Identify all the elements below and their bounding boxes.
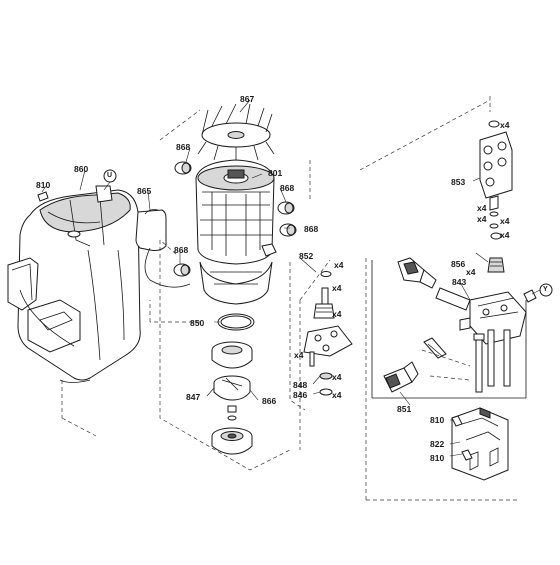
part-number-866: 866 [262,396,277,406]
base-822 [451,407,509,481]
quantity-x4-6: x4 [332,283,342,293]
fan-867 [197,103,275,162]
part-number-801: 801 [268,168,283,178]
part-number-868-b: 868 [280,183,295,193]
pulley-bottom [211,427,253,455]
part-number-822: 822 [430,439,445,449]
o-ring-850 [217,313,255,331]
part-number-868-d: 868 [174,245,189,255]
callout-y: Y [543,286,548,293]
part-number-867: 867 [240,94,255,104]
pump-head [397,257,537,345]
roller-868-rightlow [279,223,297,237]
quantity-x4-3: x4 [477,214,487,224]
quantity-x4-4: x4 [500,230,510,240]
callout-u: U [107,172,113,179]
check-valve [423,337,447,359]
part-number-853: 853 [451,177,466,187]
quantity-x4-7: x4 [332,309,342,319]
screw-810-right-top [451,415,463,427]
part-number-810-c: 810 [430,453,445,463]
valve-856 [487,232,505,273]
part-number-868-c: 868 [304,224,319,234]
quantity-x4-8: x4 [294,350,304,360]
inlet-851 [383,361,419,393]
part-number-860: 860 [74,164,89,174]
screw-810-left [37,191,49,202]
part-number-852: 852 [299,251,314,261]
quantity-x4-12: x4 [500,216,510,226]
quantity-x4-1: x4 [500,120,510,130]
housing-860 [7,185,141,383]
part-number-851: 851 [397,404,412,414]
bearing-ring [211,341,253,369]
part-number-865: 865 [137,186,152,196]
part-number-848: 848 [293,380,308,390]
part-number-850: 850 [190,318,205,328]
cable-865 [135,209,191,288]
valve-assembly-852 [303,271,353,396]
part-number-810-b: 810 [430,415,445,425]
part-number-810-a: 810 [36,180,51,190]
roller-868-topleft [174,161,192,175]
part-number-846: 846 [293,390,308,400]
quantity-x4-10: x4 [332,390,342,400]
screw-810-right-bottom [461,449,473,461]
part-number-847: 847 [186,392,201,402]
part-number-868-a: 868 [176,142,191,152]
roller-868-bottomleft [173,263,191,277]
wobble-plate-847 [213,375,251,421]
quantity-x4-5: x4 [334,260,344,270]
quantity-x4-9: x4 [332,372,342,382]
quantity-x4-11: x4 [466,267,476,277]
quantity-x4-2: x4 [477,203,487,213]
part-number-843: 843 [452,277,467,287]
bolts [473,329,511,393]
motor-801 [195,159,277,305]
roller-868-right [277,201,295,215]
manifold-853 [479,120,513,229]
part-number-856: 856 [451,259,466,269]
